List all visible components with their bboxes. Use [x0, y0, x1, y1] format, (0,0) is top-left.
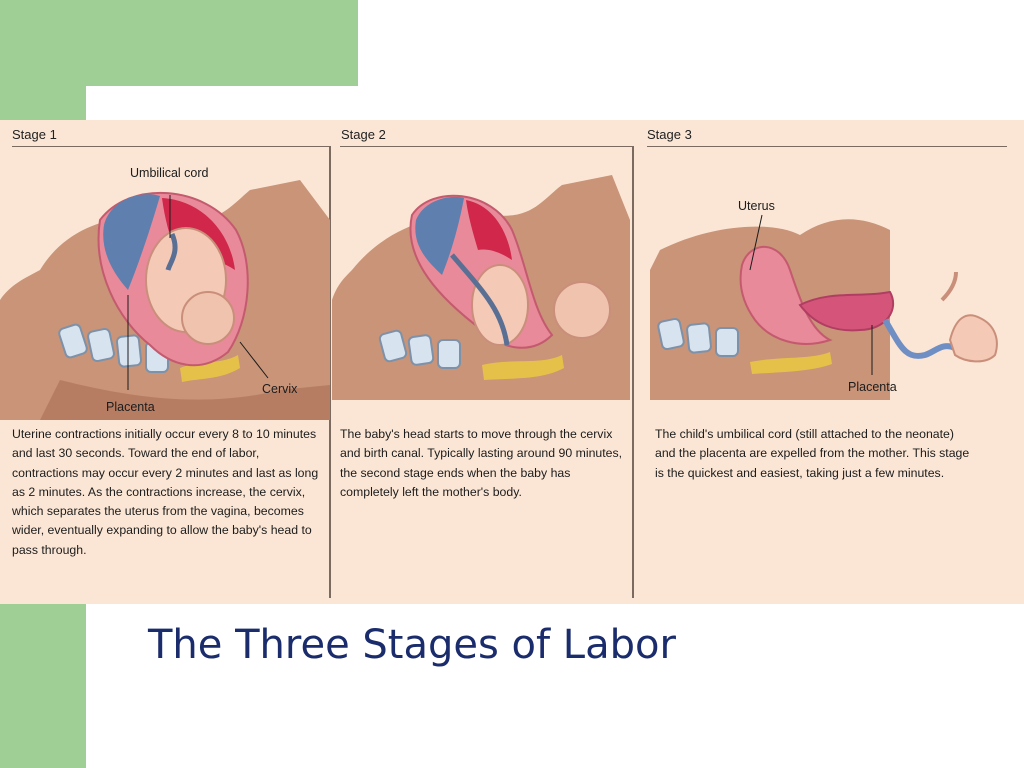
uterus-label: Uterus — [738, 199, 775, 213]
stage-2-description: The baby's head starts to move through t… — [340, 427, 623, 499]
labor-stages-figure: Stage 1 Stage 2 Stage 3 Umbilical cord P… — [0, 120, 1024, 604]
placenta-label-stage-3: Placenta — [848, 380, 897, 394]
stage-3-heading: Stage 3 — [647, 127, 692, 142]
stage-2-heading: Stage 2 — [341, 127, 386, 142]
stage-2-rule — [340, 146, 634, 147]
divider-1 — [329, 146, 331, 598]
stage-1-description: Uterine contractions initially occur eve… — [12, 427, 319, 557]
divider-2 — [632, 146, 634, 598]
stage-3-rule — [647, 146, 1007, 147]
placenta-label-stage-1: Placenta — [106, 400, 155, 414]
stage-1-rule — [12, 146, 330, 147]
umbilical-cord-label: Umbilical cord — [130, 166, 209, 180]
stage-2-illustration — [332, 175, 630, 400]
stage-3-description: The child's umbilical cord (still attach… — [655, 427, 970, 480]
stage-1-heading: Stage 1 — [12, 127, 57, 142]
cervix-label: Cervix — [262, 382, 298, 396]
stage-3-illustration: Uterus Placenta — [650, 199, 998, 400]
stage-1-illustration: Umbilical cord Placenta Cervix — [0, 166, 330, 420]
slide-title: The Three Stages of Labor — [148, 622, 676, 668]
